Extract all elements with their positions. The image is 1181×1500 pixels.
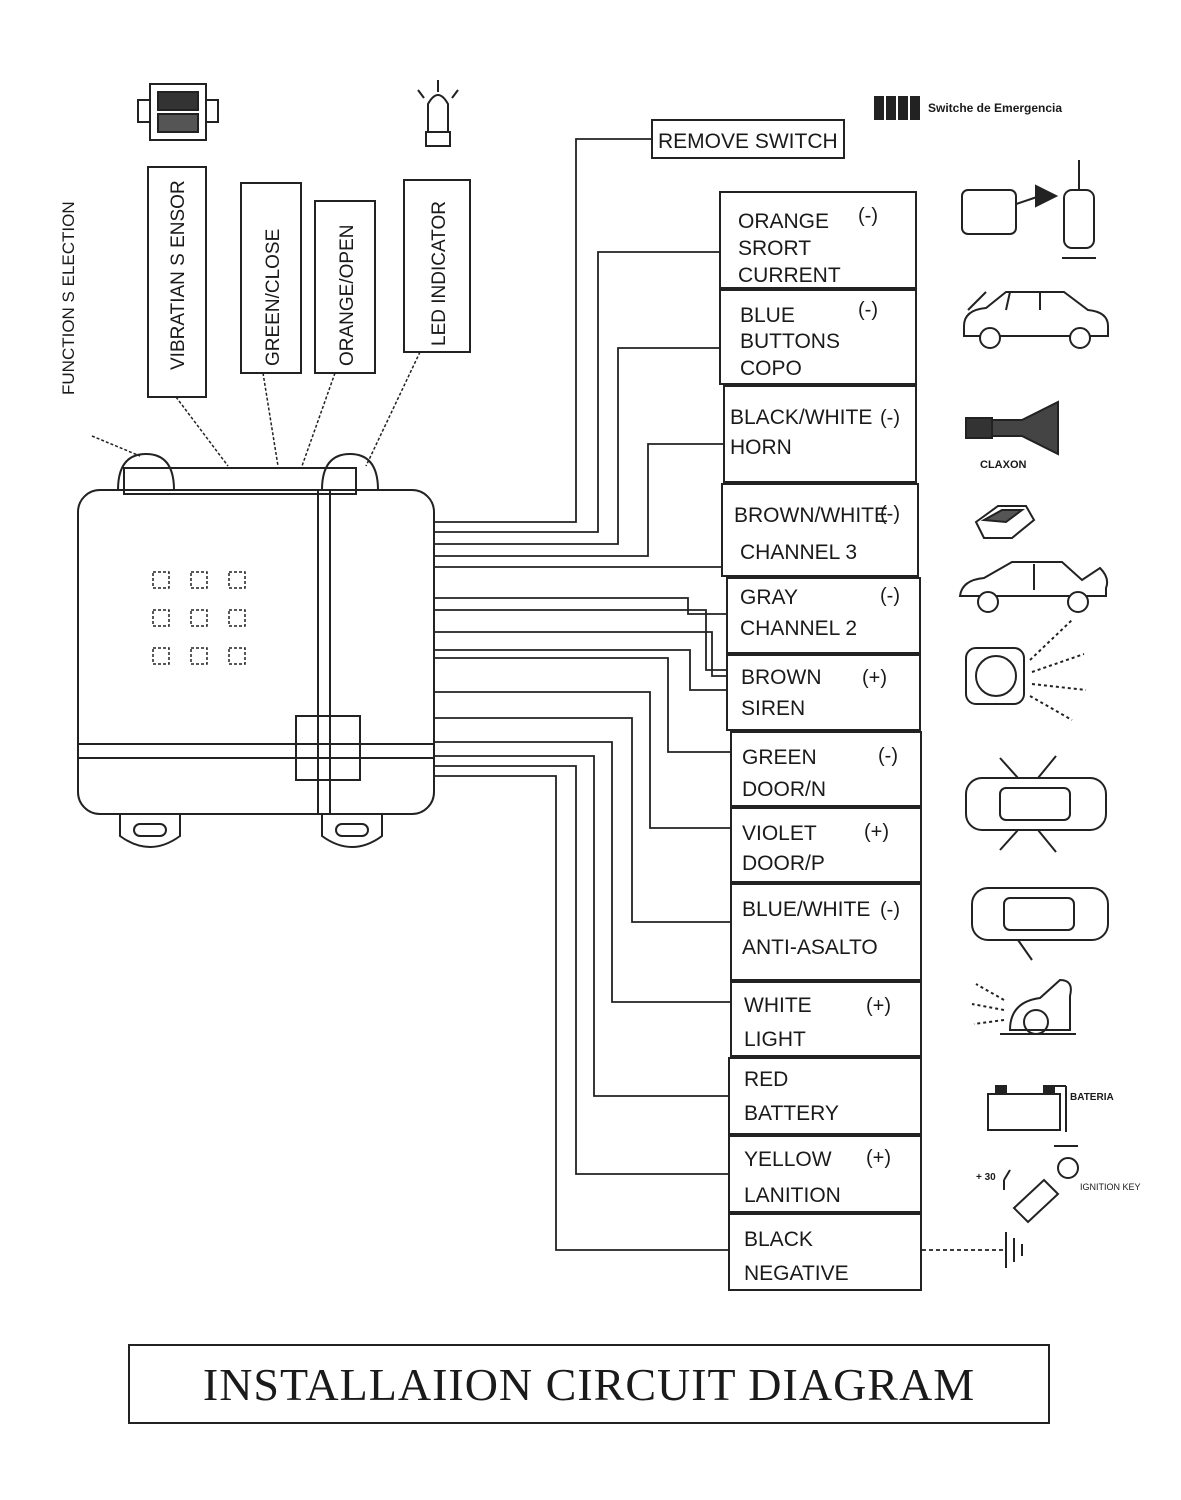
- door-car-icon: [965, 755, 1107, 853]
- wire-polarity: (-): [880, 585, 900, 607]
- horn-label: CLAXON: [980, 459, 1027, 471]
- wire-label: CURRENT: [738, 264, 841, 287]
- wire-polarity: (-): [858, 299, 878, 321]
- wire-label: BLUE: [740, 304, 795, 327]
- door-car-icon: [971, 887, 1109, 961]
- wire-label: CHANNEL 3: [740, 541, 857, 564]
- hood-car-icon: [963, 291, 1109, 349]
- wire-box: [730, 883, 922, 981]
- headlight-icon: [971, 978, 1076, 1035]
- battery-label: BATERIA: [1070, 1092, 1114, 1103]
- wire-label: ORANGE: [738, 210, 829, 233]
- wire-polarity: (-): [880, 899, 900, 921]
- module-buttons: [152, 571, 246, 665]
- siren-icon: [965, 619, 1087, 721]
- vibration-sensor-icon: [137, 83, 219, 141]
- leader-lines: [91, 351, 421, 467]
- wire-box: [719, 191, 917, 289]
- wire-label: BLACK: [744, 1228, 813, 1251]
- ignition-key-icon: [1003, 1157, 1079, 1224]
- wire-box-list: [719, 191, 922, 1291]
- vibration-sensor-label: VIBRATIAN S ENSOR: [168, 180, 189, 370]
- wire-polarity: (-): [858, 205, 878, 227]
- wire-label: BATTERY: [744, 1102, 839, 1125]
- led-bulb-icon: [417, 80, 459, 147]
- wire-label: BUTTONS: [740, 330, 840, 353]
- wire-label: ANTI-ASALTO: [742, 936, 878, 959]
- trunk-car-icon: [958, 561, 1109, 613]
- wire-label: BLUE/WHITE: [742, 898, 870, 921]
- wire-label: COPO: [740, 357, 802, 380]
- title-box: INSTALLAIION CIRCUIT DIAGRAM: [128, 1344, 1050, 1424]
- wire-label: LANITION: [744, 1184, 841, 1207]
- wire-label: DOOR/P: [742, 852, 825, 875]
- relay-icon: [961, 160, 1096, 259]
- ignition-plus-label: + 30: [976, 1172, 996, 1183]
- wire-polarity: (-): [880, 407, 900, 429]
- wire-polarity: (+): [866, 1147, 891, 1169]
- page-title: INSTALLAIION CIRCUIT DIAGRAM: [202, 1358, 976, 1410]
- vertical-label-boxes: [147, 166, 471, 398]
- wire-label: VIOLET: [742, 822, 817, 845]
- wire-box: [728, 1057, 922, 1135]
- wire-label: BROWN: [741, 666, 822, 689]
- led-indicator-label: LED INDICATOR: [429, 201, 450, 346]
- wire-box: [721, 483, 919, 577]
- ignition-label: IGNITION KEY: [1080, 1182, 1141, 1192]
- wire-label: NEGATIVE: [744, 1262, 849, 1285]
- wire-label: WHITE: [744, 994, 812, 1017]
- wire-polarity: (-): [878, 745, 898, 767]
- wire-box: [719, 289, 917, 385]
- trunk-module-icon: [974, 505, 1036, 539]
- orange-open-label: ORANGE/OPEN: [337, 225, 358, 366]
- wire-label: DOOR/N: [742, 778, 826, 801]
- wire-label: LIGHT: [744, 1028, 806, 1051]
- wire-label: RED: [744, 1068, 788, 1091]
- wire-box: [730, 981, 922, 1057]
- wire-polarity: (-): [880, 503, 900, 525]
- wire-label: HORN: [730, 436, 792, 459]
- wire-labels: ORANGE SRORT CURRENT (-) BLUE BUTTONS CO…: [730, 205, 900, 1285]
- wire-label: YELLOW: [744, 1148, 832, 1171]
- wire-box: [726, 654, 921, 731]
- wire-routing: [434, 138, 1004, 1251]
- function-selection-label: FUNCTION S ELECTION: [59, 201, 78, 395]
- wire-box: [730, 807, 922, 883]
- alarm-module: [77, 452, 435, 848]
- wire-polarity: (+): [862, 667, 887, 689]
- logo-text: Switche de Emergencia: [928, 101, 1062, 115]
- wire-box: [726, 577, 921, 654]
- wire-label: GRAY: [740, 586, 798, 609]
- green-close-label: GREEN/CLOSE: [263, 229, 284, 366]
- wire-label: BROWN/WHITE: [734, 504, 888, 527]
- horn-icon: [965, 400, 1059, 456]
- wire-label: SRORT: [738, 237, 811, 260]
- ground-icon: [1005, 1232, 1023, 1268]
- wire-box: [723, 385, 917, 483]
- wire-box: [728, 1213, 922, 1291]
- wire-polarity: (+): [864, 821, 889, 843]
- wire-label: GREEN: [742, 746, 817, 769]
- logo-icon: [874, 96, 920, 120]
- wire-label: SIREN: [741, 697, 805, 720]
- wire-box: [728, 1135, 922, 1213]
- battery-icon: [987, 1085, 1078, 1147]
- wire-polarity: (+): [866, 995, 891, 1017]
- wire-box: [730, 731, 922, 807]
- remove-switch-label: REMOVE SWITCH: [658, 130, 838, 153]
- wire-label: CHANNEL 2: [740, 617, 857, 640]
- wire-label: BLACK/WHITE: [730, 406, 872, 429]
